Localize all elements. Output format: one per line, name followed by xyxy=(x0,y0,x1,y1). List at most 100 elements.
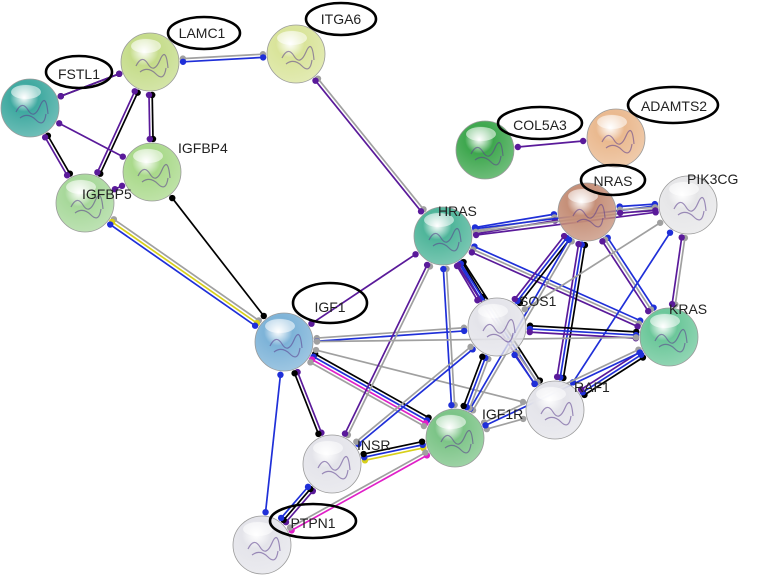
edge-end-dot xyxy=(145,91,153,99)
edge-line xyxy=(620,209,656,214)
edge-line xyxy=(109,223,256,327)
edge-end-dot xyxy=(307,359,314,366)
edge-end-dot xyxy=(514,143,522,151)
edge-end-dot xyxy=(577,386,585,393)
node-igfbp4[interactable] xyxy=(122,142,182,202)
edge-fstl1-igfbp5 xyxy=(41,132,74,179)
edge-end-dot xyxy=(575,240,582,248)
edge-end-dot xyxy=(119,153,126,160)
edge-end-dot xyxy=(146,135,154,143)
node-nras[interactable] xyxy=(557,182,617,242)
node-itga6[interactable] xyxy=(266,24,326,84)
edge-hras-insr xyxy=(341,261,434,439)
node-fstl1[interactable] xyxy=(0,78,60,138)
edge-end-dot xyxy=(553,373,561,381)
node-label-hras: HRAS xyxy=(438,203,477,219)
node-highlight xyxy=(277,31,307,45)
node-label-igf1: IGF1 xyxy=(314,299,345,315)
edge-end-dot xyxy=(56,120,63,127)
edge-line xyxy=(559,244,583,378)
edge-lamc1-igfbp4 xyxy=(145,91,157,143)
protein-structure-icon xyxy=(540,401,574,426)
edge-nras-kras xyxy=(599,234,657,315)
edge-end-dot xyxy=(422,449,429,456)
node-igf1r[interactable] xyxy=(425,408,485,468)
edge-end-dot xyxy=(560,232,568,240)
node-igfbp5[interactable] xyxy=(55,173,115,233)
edge-fstl1-igfbp4 xyxy=(56,120,126,160)
highlight-ring-nras xyxy=(579,163,647,197)
node-ptpn1[interactable] xyxy=(232,515,292,575)
edge-line xyxy=(315,349,524,403)
edge-line xyxy=(291,454,428,532)
edge-sos1-insr xyxy=(353,343,476,448)
node-highlight xyxy=(436,415,466,429)
node-label-pik3cg: PIK3CG xyxy=(687,171,738,187)
edge-end-dot xyxy=(678,234,685,241)
node-raf1[interactable] xyxy=(525,380,585,440)
edge-nras-pik3cg xyxy=(616,200,659,217)
protein-structure-icon xyxy=(654,328,688,353)
highlight-ring-adamts2 xyxy=(626,85,720,125)
edge-end-dot xyxy=(57,92,65,100)
edge-end-dot xyxy=(131,88,138,95)
edge-line xyxy=(671,237,683,305)
protein-structure-icon xyxy=(440,429,474,454)
edge-sos1-igf1r xyxy=(460,353,492,412)
protein-structure-icon xyxy=(673,196,707,221)
edge-end-dot xyxy=(417,208,425,215)
edge-igfbp5-igf1 xyxy=(107,216,262,329)
edge-line xyxy=(113,218,260,322)
edge-end-dot xyxy=(111,185,119,193)
node-sos1[interactable] xyxy=(467,297,527,357)
edge-line xyxy=(486,418,524,430)
edge-end-dot xyxy=(360,450,367,458)
highlight-ring-itga6 xyxy=(304,1,378,37)
edge-line xyxy=(445,268,456,406)
node-kras[interactable] xyxy=(639,307,699,367)
node-label-itga6: ITGA6 xyxy=(321,11,362,27)
edge-end-dot xyxy=(520,415,527,423)
edge-sos1-raf1 xyxy=(511,349,541,388)
edge-pik3cg-kras xyxy=(668,234,689,308)
edge-hras-igf1r xyxy=(440,265,458,409)
node-highlight xyxy=(265,319,295,333)
node-label-raf1: RAF1 xyxy=(574,379,610,395)
node-label-igf1r: IGF1R xyxy=(482,406,523,422)
edge-end-dot xyxy=(511,295,519,303)
node-adamts2[interactable] xyxy=(586,108,646,168)
edge-line xyxy=(285,490,314,523)
edge-end-dot xyxy=(423,261,431,269)
edge-end-dot xyxy=(668,300,676,308)
edge-line xyxy=(344,264,428,435)
edge-line xyxy=(44,136,68,176)
node-igf1[interactable] xyxy=(254,312,314,372)
protein-structure-icon xyxy=(15,99,49,124)
node-pik3cg[interactable] xyxy=(658,175,718,235)
edge-end-dot xyxy=(353,438,360,445)
edge-pik3cg-sos1 xyxy=(521,219,664,313)
node-label-adamts2: ADAMTS2 xyxy=(641,98,707,114)
edge-line xyxy=(316,330,465,343)
edge-end-dot xyxy=(521,306,529,313)
edge-end-dot xyxy=(468,249,476,256)
edge-end-dot xyxy=(418,438,426,445)
node-lamc1[interactable] xyxy=(120,32,180,92)
edge-itga6-hras xyxy=(312,75,427,215)
node-col5a3[interactable] xyxy=(455,120,515,180)
edge-end-dot xyxy=(312,346,320,354)
protein-structure-icon xyxy=(482,318,516,343)
edge-col5a3-adamts2 xyxy=(514,137,587,151)
node-insr[interactable] xyxy=(302,434,362,494)
edge-line xyxy=(556,243,580,378)
node-highlight xyxy=(313,441,343,455)
highlight-ring-ptpn1 xyxy=(268,502,358,540)
edge-line xyxy=(442,268,453,406)
edge-line xyxy=(148,95,151,140)
edge-end-dot xyxy=(291,370,298,377)
edge-end-dot xyxy=(599,238,606,245)
node-highlight xyxy=(536,387,566,401)
edge-line xyxy=(674,237,686,305)
edge-igfbp4-igfbp5 xyxy=(111,182,126,193)
node-hras[interactable] xyxy=(413,206,473,266)
